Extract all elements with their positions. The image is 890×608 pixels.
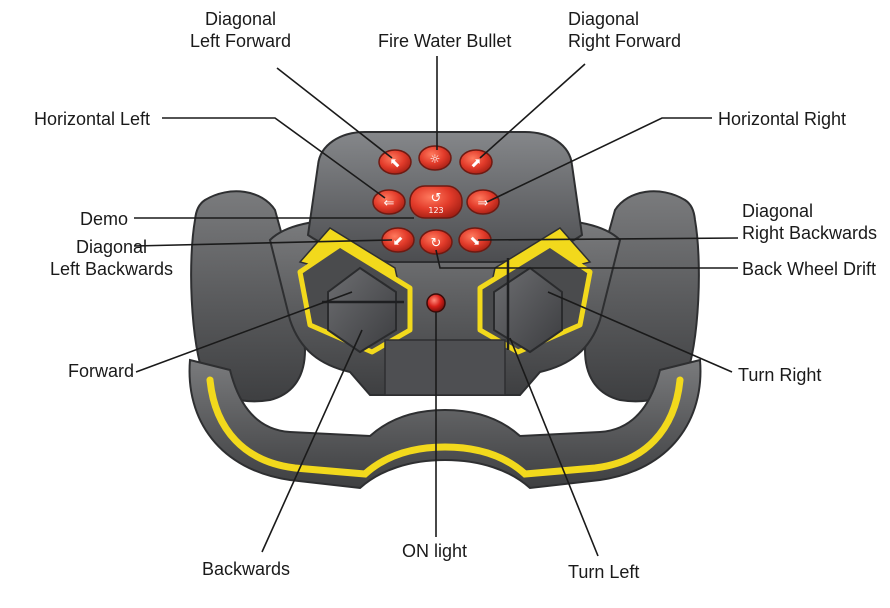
arrow-right-icon: ⇒ (478, 196, 489, 211)
leader-diagonal-left-forward (276, 67, 393, 159)
label-diagonal-left-backwards: Diagonal Left Backwards (50, 236, 173, 280)
label-forward: Forward (68, 360, 134, 382)
label-line: Left Forward (190, 31, 292, 51)
diagonal-left-forward-button[interactable] (378, 149, 412, 175)
leader-turn-right (547, 291, 733, 373)
leader-horizontal-left (162, 117, 386, 199)
label-line: Horizontal Right (718, 109, 847, 129)
label-diagonal-right-forward: Diagonal Right Forward (568, 8, 681, 52)
label-line: Diagonal (76, 237, 148, 257)
leader-forward (135, 291, 353, 373)
label-line: Fire Water Bullet (378, 31, 512, 51)
ring-yellow-trim (206, 376, 684, 478)
leader-horizontal-right (486, 117, 712, 203)
drift-curve-icon: ↻ (431, 236, 442, 251)
left-directional-pad[interactable] (327, 266, 397, 354)
fire-water-bullet-button[interactable] (418, 145, 452, 171)
label-line: Right Backwards (742, 223, 878, 243)
label-diagonal-right-backwards: Diagonal Right Backwards (742, 200, 877, 244)
label-line: Diagonal (568, 9, 640, 29)
leader-diagonal-right-forward (479, 63, 586, 159)
arrow-up-right-icon: ⬈ (471, 156, 482, 171)
arrow-up-left-icon: ⬉ (390, 156, 401, 171)
label-backwards: Backwards (202, 558, 290, 580)
on-light-led (426, 293, 446, 313)
label-horizontal-left: Horizontal Left (34, 108, 150, 130)
leader-diagonal-right-backwards (477, 237, 739, 241)
label-on-light: ON light (402, 540, 467, 562)
label-line: Left Backwards (50, 259, 174, 279)
label-diagonal-left-forward: Diagonal Left Forward (190, 8, 291, 52)
controller-body: ⬉ ☼ ⬈ ⇐ ↺ 123 ⇒ ⬋ ↻ ⬊ (188, 131, 702, 490)
arrow-down-right-icon: ⬊ (470, 234, 481, 249)
label-line: Turn Left (568, 562, 640, 582)
label-line: Diagonal (204, 9, 277, 29)
label-line: Back Wheel Drift (742, 259, 877, 279)
splash-icon: ☼ (430, 152, 441, 166)
label-fire-water-bullet: Fire Water Bullet (378, 30, 511, 52)
label-back-wheel-drift: Back Wheel Drift (742, 258, 876, 280)
label-turn-right: Turn Right (738, 364, 821, 386)
demo-button-text: 123 (428, 206, 443, 215)
arrow-left-icon: ⇐ (384, 196, 395, 211)
label-horizontal-right: Horizontal Right (718, 108, 846, 130)
demo-loop-icon: ↺ (431, 191, 442, 206)
label-line: Diagonal (742, 201, 814, 221)
red-buttons: ⬉ ☼ ⬈ ⇐ ↺ 123 ⇒ ⬋ ↻ ⬊ (372, 145, 500, 255)
label-turn-left: Turn Left (568, 561, 639, 583)
label-line: Horizontal Left (34, 109, 151, 129)
leader-back-wheel-drift (435, 249, 738, 269)
back-wheel-drift-button[interactable] (419, 229, 453, 255)
handle-ring (188, 358, 702, 490)
label-line: Demo (80, 209, 129, 229)
leader-diagonal-left-backwards (133, 239, 393, 247)
leader-backwards (261, 329, 363, 553)
diagonal-right-forward-button[interactable] (459, 149, 493, 175)
label-line: Forward (68, 361, 135, 381)
label-line: Backwards (202, 559, 291, 579)
leader-lines (133, 56, 739, 557)
label-line: ON light (402, 541, 468, 561)
demo-button[interactable] (409, 185, 463, 219)
leader-turn-left (509, 337, 599, 557)
label-demo: Demo (80, 208, 128, 230)
horizontal-right-button[interactable] (466, 189, 500, 215)
label-line: Right Forward (568, 31, 682, 51)
label-line: Turn Right (738, 365, 822, 385)
arrow-down-left-icon: ⬋ (393, 234, 404, 249)
center-housing (384, 339, 506, 396)
